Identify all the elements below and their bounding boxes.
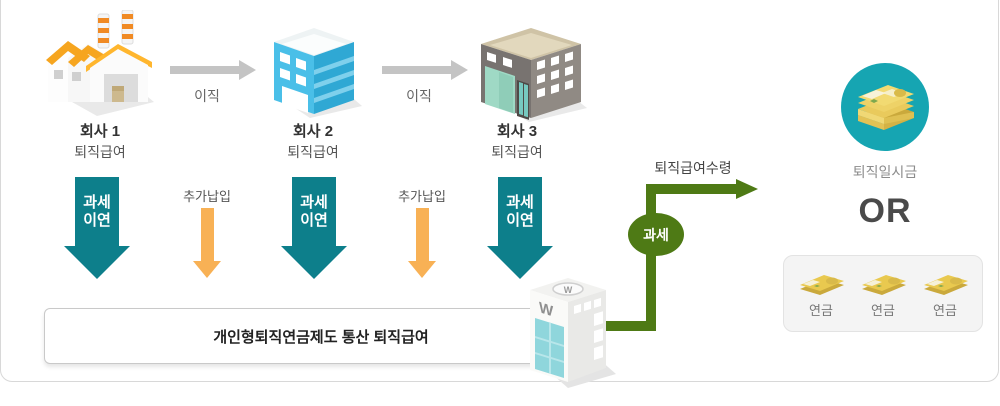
factory-icon (42, 10, 160, 120)
office-blue-icon (262, 26, 370, 122)
job-change-arrow-2 (382, 60, 468, 80)
consolidation-box: 개인형퇴직연금제도 통산 퇴직급여 (44, 308, 598, 364)
arrow-head (487, 246, 553, 279)
bank-roof-symbol: W (564, 285, 573, 295)
company-3-benefit: 퇴직급여 (491, 144, 543, 160)
tax-deferral-text-line1: 과세 (506, 193, 534, 211)
pension-item-3: 연금 (916, 268, 974, 319)
arrow-head (281, 246, 347, 279)
office-gray-icon (473, 26, 595, 126)
banknote-icon (862, 275, 906, 295)
or-label: OR (858, 192, 912, 230)
job-change-arrow-1 (170, 60, 256, 80)
cash-stack-icon (858, 85, 914, 130)
tax-deferral-text-line2: 이연 (506, 211, 534, 229)
benefit-flow-arrow (590, 177, 770, 339)
arrow-head (193, 261, 221, 278)
lump-sum-label: 퇴직일시금 (852, 164, 918, 180)
bank-wall-symbol: W (539, 299, 554, 320)
pension-item-1: 연금 (792, 268, 850, 319)
additional-payment-label-2: 추가납입 (398, 189, 446, 204)
tax-deferral-text-line1: 과세 (300, 193, 328, 211)
pension-box: 연금 연금 연금 (783, 255, 983, 332)
pension-label: 연금 (809, 303, 833, 318)
company-2-benefit: 퇴직급여 (287, 144, 339, 160)
arrow-head (408, 261, 436, 278)
banknote-icon (800, 275, 844, 295)
banknote-icon (924, 275, 968, 295)
company-1-benefit: 퇴직급여 (74, 144, 126, 160)
pension-item-2: 연금 (854, 268, 912, 319)
additional-payment-arrow-1 (193, 208, 221, 278)
company-3-name: 회사 3 (496, 123, 538, 140)
pension-label: 연금 (871, 303, 895, 318)
tax-deferral-text-line2: 이연 (300, 211, 328, 229)
tax-deferral-text-line1: 과세 (83, 193, 111, 211)
job-change-label-2: 이직 (406, 88, 432, 104)
receive-benefit-label: 퇴직급여수령 (654, 160, 732, 176)
tax-badge: 과세 (628, 213, 684, 256)
arrow-head (64, 246, 130, 279)
job-change-label-1: 이직 (194, 88, 220, 104)
pension-label: 연금 (933, 303, 957, 318)
consolidation-box-label: 개인형퇴직연금제도 통산 퇴직급여 (213, 328, 429, 346)
company-1-name: 회사 1 (79, 123, 121, 140)
tax-deferral-text-line2: 이연 (83, 211, 111, 229)
additional-payment-label-1: 추가납입 (183, 189, 231, 204)
bank-building-icon: W W (522, 276, 618, 394)
lump-sum-circle (841, 63, 929, 151)
company-2-name: 회사 2 (292, 123, 334, 140)
additional-payment-arrow-2 (408, 208, 436, 278)
